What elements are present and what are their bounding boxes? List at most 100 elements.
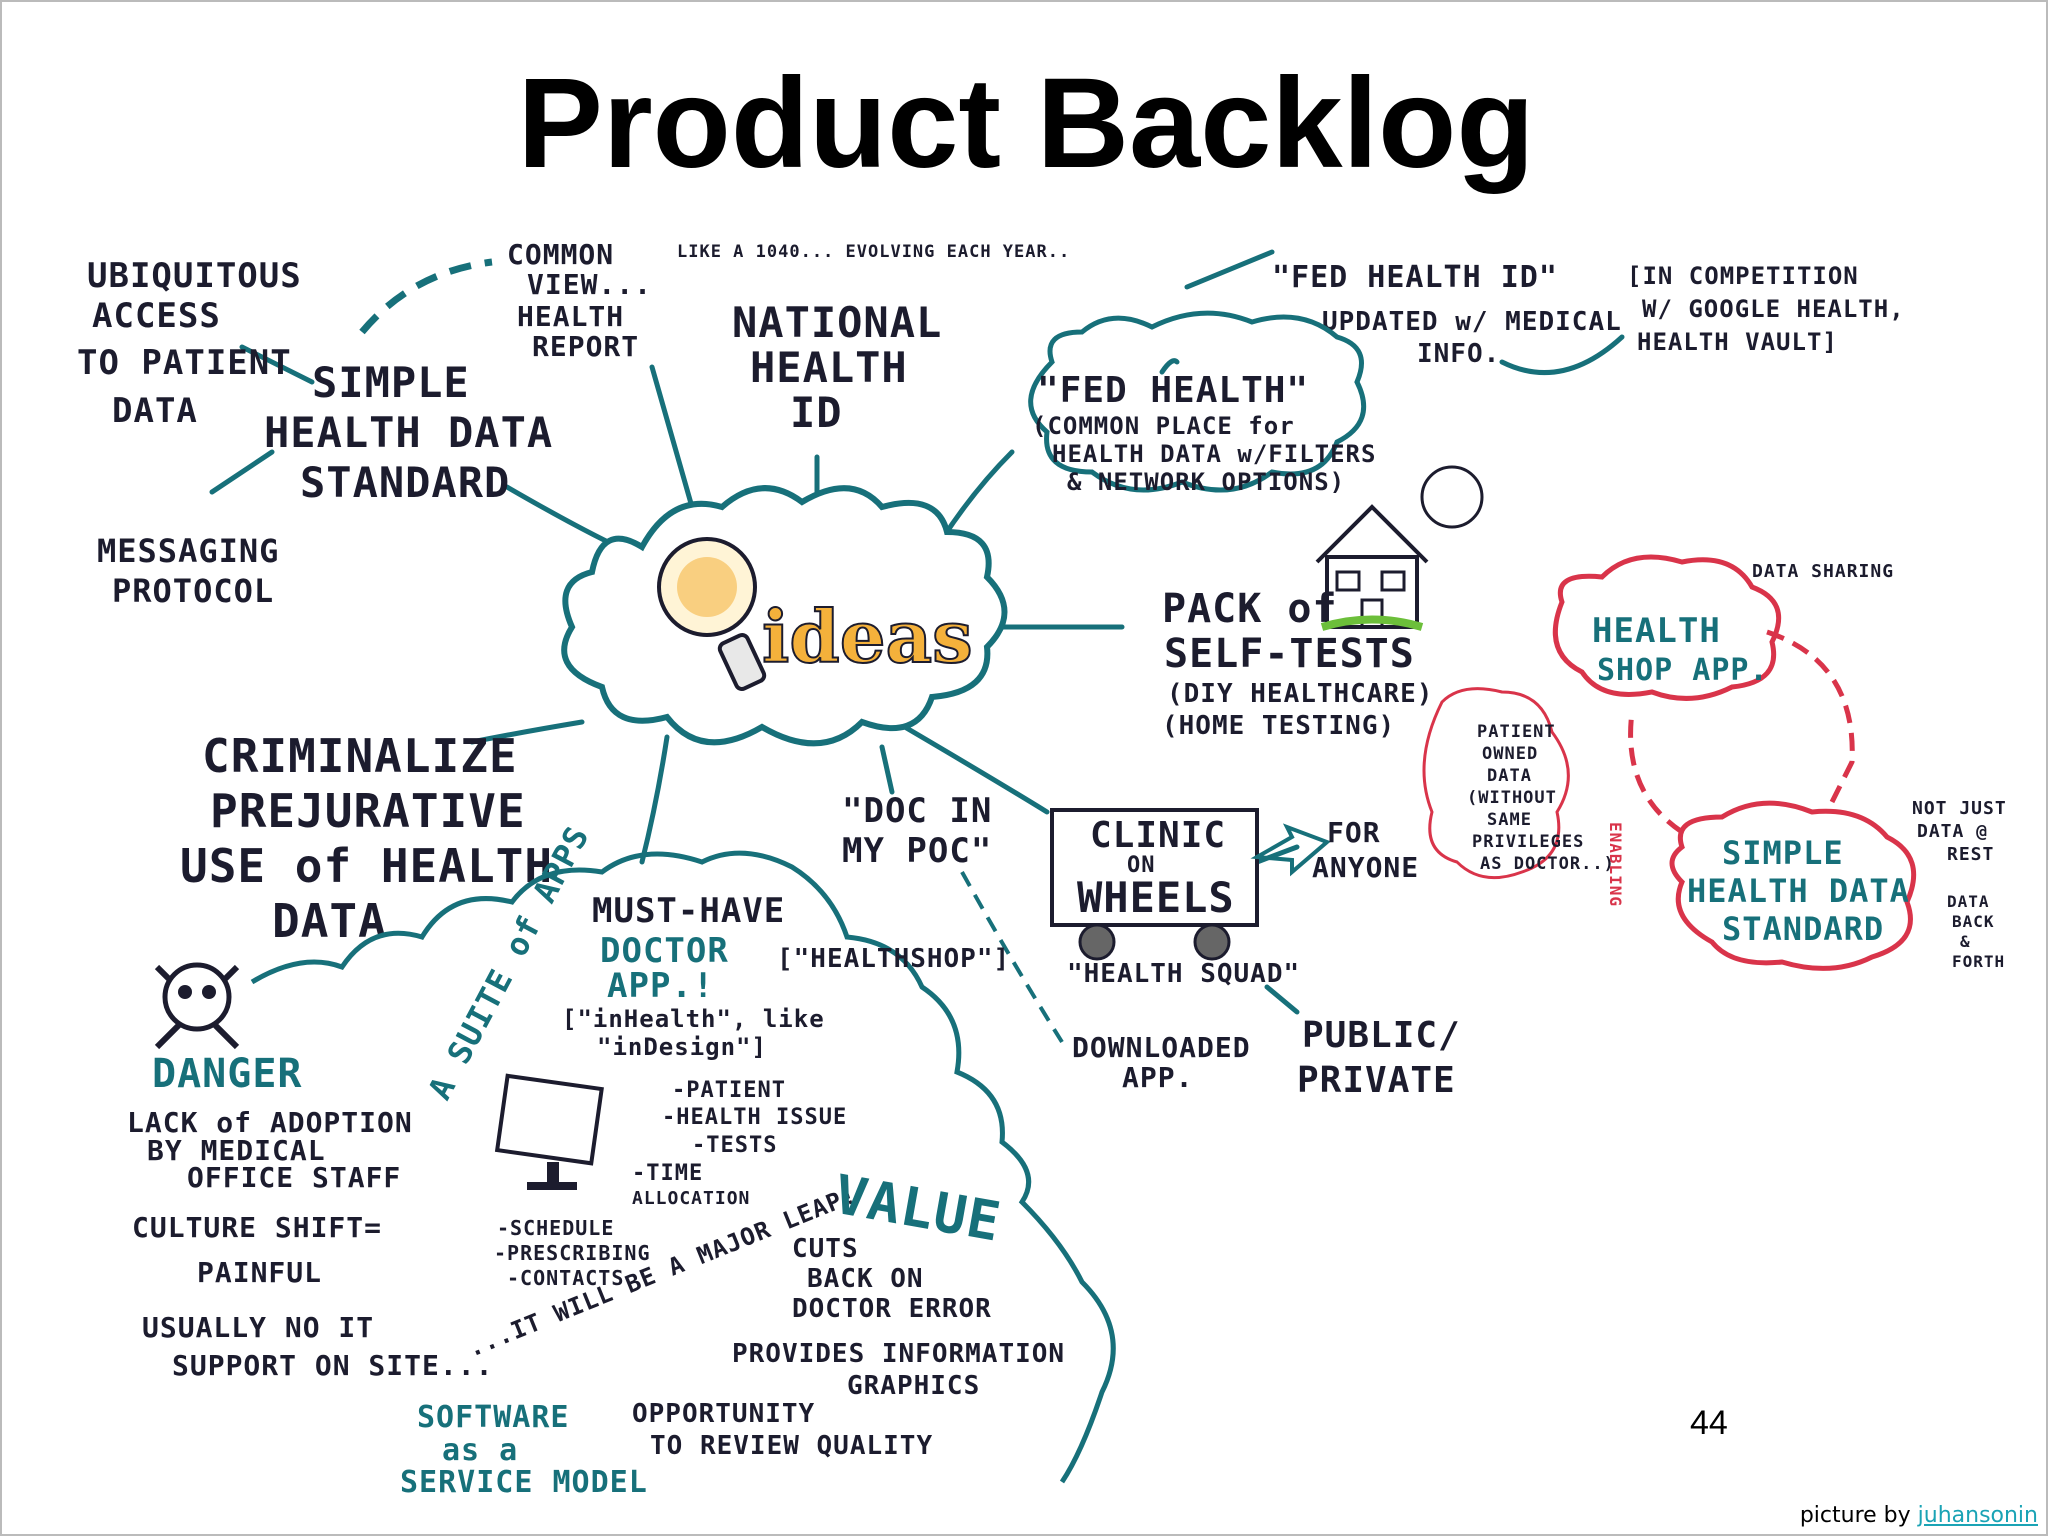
data-back-forth-note: DATA BACK & FORTH xyxy=(1947,892,2004,971)
saas-node: SOFTWARE as a SERVICE MODEL xyxy=(400,1400,647,1500)
svg-text:UBIQUITOUS: UBIQUITOUS xyxy=(87,256,302,296)
svg-text:BACK: BACK xyxy=(1952,912,1995,931)
svg-text:REST: REST xyxy=(1947,844,1994,865)
svg-text:PRIVATE: PRIVATE xyxy=(1297,1060,1456,1101)
svg-text:PAINFUL: PAINFUL xyxy=(197,1256,322,1289)
messaging-protocol-node: MESSAGING PROTOCOL xyxy=(97,532,278,610)
svg-text:HEALTH DATA: HEALTH DATA xyxy=(1687,872,1910,910)
svg-text:USE of HEALTH: USE of HEALTH xyxy=(180,839,553,893)
svg-text:-CONTACTS: -CONTACTS xyxy=(507,1266,624,1290)
ideas-cloud: ideas xyxy=(561,485,1008,747)
fed-health-id-label: "FED HEALTH ID" xyxy=(1272,260,1558,295)
svg-text:-SCHEDULE: -SCHEDULE xyxy=(497,1216,614,1240)
house-icon xyxy=(1315,465,1484,631)
svg-text:CUTS: CUTS xyxy=(792,1234,859,1264)
svg-text:NATIONAL: NATIONAL xyxy=(732,298,942,347)
fed-health-cloud: "FED HEALTH" (COMMON PLACE for HEALTH DA… xyxy=(1028,310,1375,496)
svg-text:HEALTH VAULT]: HEALTH VAULT] xyxy=(1637,328,1838,356)
svg-text:DOCTOR ERROR: DOCTOR ERROR xyxy=(792,1294,992,1324)
svg-text:["inHealth", like: ["inHealth", like xyxy=(562,1005,825,1033)
svg-text:GRAPHICS: GRAPHICS xyxy=(847,1371,980,1401)
credit-link[interactable]: juhansonin xyxy=(1917,1503,2038,1528)
svg-text:PUBLIC/: PUBLIC/ xyxy=(1302,1015,1461,1056)
svg-text:BACK ON: BACK ON xyxy=(807,1264,924,1294)
picture-credit: picture by juhansonin xyxy=(1800,1503,2038,1528)
value-items: CUTS BACK ON DOCTOR ERROR PROVIDES INFOR… xyxy=(632,1234,1065,1461)
svg-text:HEALTH DATA: HEALTH DATA xyxy=(264,408,553,457)
wheel-icon xyxy=(1078,923,1116,961)
competition-note: [IN COMPETITION W/ GOOGLE HEALTH, HEALTH… xyxy=(1627,262,1905,356)
svg-text:REPORT: REPORT xyxy=(532,330,639,363)
svg-text:SHOP APP.: SHOP APP. xyxy=(1597,653,1769,688)
svg-text:OFFICE STAFF: OFFICE STAFF xyxy=(187,1161,401,1194)
svg-text:ANYONE: ANYONE xyxy=(1312,851,1419,884)
svg-text:(DIY HEALTHCARE): (DIY HEALTHCARE) xyxy=(1167,679,1433,709)
computer-monitor-icon xyxy=(494,1073,604,1190)
svg-text:ALLOCATION: ALLOCATION xyxy=(632,1188,750,1209)
svg-text:TO PATIENT: TO PATIENT xyxy=(77,343,292,383)
svg-text:CLINIC: CLINIC xyxy=(1090,815,1226,856)
svg-text:INFO.: INFO. xyxy=(1417,339,1500,369)
svg-text:ACCESS: ACCESS xyxy=(92,296,221,336)
svg-text:PROTOCOL: PROTOCOL xyxy=(112,572,274,610)
svg-text:& NETWORK OPTIONS): & NETWORK OPTIONS) xyxy=(1067,468,1345,496)
svg-text:"FED HEALTH": "FED HEALTH" xyxy=(1037,370,1309,411)
svg-text:USUALLY NO IT: USUALLY NO IT xyxy=(142,1311,374,1344)
svg-text:"inDesign"]: "inDesign"] xyxy=(597,1033,767,1061)
common-view-node: COMMON VIEW... HEALTH REPORT xyxy=(507,238,652,363)
criminalize-node: CRIMINALIZE PREJURATIVE USE of HEALTH DA… xyxy=(180,729,553,948)
svg-text:ID: ID xyxy=(790,388,843,437)
svg-text:WHEELS: WHEELS xyxy=(1077,873,1235,922)
inhealth-note: ["inHealth", like "inDesign"] xyxy=(562,1005,825,1061)
ideas-label: ideas xyxy=(762,594,973,679)
svg-text:W/ GOOGLE HEALTH,: W/ GOOGLE HEALTH, xyxy=(1642,295,1905,323)
svg-text:LACK of ADOPTION: LACK of ADOPTION xyxy=(127,1106,413,1139)
skull-crossbones-icon xyxy=(154,962,240,1050)
svg-text:HEALTH: HEALTH xyxy=(1592,611,1721,651)
svg-text:DATA: DATA xyxy=(1487,766,1532,786)
clinic-on-wheels-truck: CLINIC ON WHEELS xyxy=(1050,808,1259,961)
simple-health-data-standard-node: SIMPLE HEALTH DATA STANDARD xyxy=(264,358,553,507)
svg-text:-HEALTH ISSUE: -HEALTH ISSUE xyxy=(662,1105,847,1130)
danger-label: DANGER xyxy=(152,1051,303,1097)
svg-text:DATA: DATA xyxy=(272,894,387,948)
svg-text:VIEW...: VIEW... xyxy=(527,268,652,301)
svg-text:PACK of: PACK of xyxy=(1162,586,1338,632)
svg-text:AS DOCTOR..): AS DOCTOR..) xyxy=(1480,854,1615,874)
svg-text:-TIME: -TIME xyxy=(632,1161,703,1186)
svg-text:ON: ON xyxy=(1127,853,1156,878)
not-just-note: NOT JUST DATA @ REST xyxy=(1912,798,2007,865)
health-shop-cycle xyxy=(1422,554,1917,971)
dashed-arrows xyxy=(359,258,1064,1044)
svg-text:PRIVILEGES: PRIVILEGES xyxy=(1472,832,1584,852)
svg-text:OPPORTUNITY: OPPORTUNITY xyxy=(632,1399,815,1429)
app-features-list-2: -SCHEDULE -PRESCRIBING -CONTACTS xyxy=(494,1216,651,1290)
svg-text:SUPPORT ON SITE...: SUPPORT ON SITE... xyxy=(172,1349,493,1382)
svg-text:STANDARD: STANDARD xyxy=(1722,910,1884,948)
must-have-doctor-app-node: MUST-HAVE DOCTOR APP.! xyxy=(592,891,785,1006)
healthshop-tag: ["HEALTHSHOP"] xyxy=(777,944,1010,974)
data-sharing-label: DATA SHARING xyxy=(1752,561,1894,582)
credit-prefix: picture by xyxy=(1799,1503,1918,1528)
svg-text:NOT JUST: NOT JUST xyxy=(1912,798,2007,819)
arrow-icon xyxy=(1250,823,1331,877)
like-1040-note: LIKE A 1040... EVOLVING EACH YEAR.. xyxy=(677,242,1070,262)
svg-text:DATA: DATA xyxy=(1947,892,1990,911)
svg-text:&: & xyxy=(1960,932,1971,951)
svg-text:MUST-HAVE: MUST-HAVE xyxy=(592,891,785,931)
svg-text:PATIENT: PATIENT xyxy=(1477,722,1556,742)
for-anyone-node: FOR ANYONE xyxy=(1312,816,1419,884)
svg-text:SIMPLE: SIMPLE xyxy=(312,358,470,407)
svg-text:PROVIDES INFORMATION: PROVIDES INFORMATION xyxy=(732,1339,1065,1369)
svg-text:-PRESCRIBING: -PRESCRIBING xyxy=(494,1241,651,1265)
svg-text:CULTURE SHIFT=: CULTURE SHIFT= xyxy=(132,1211,382,1244)
downloaded-app-node: DOWNLOADED APP. xyxy=(1072,1031,1250,1094)
svg-text:SIMPLE: SIMPLE xyxy=(1722,834,1844,872)
svg-text:PREJURATIVE: PREJURATIVE xyxy=(210,784,526,838)
svg-text:SOFTWARE: SOFTWARE xyxy=(417,1400,570,1435)
wheel-icon xyxy=(1193,923,1231,961)
connectors xyxy=(209,249,1625,1015)
health-squad-label: "HEALTH SQUAD" xyxy=(1067,959,1300,989)
danger-items: LACK of ADOPTION BY MEDICAL OFFICE STAFF… xyxy=(127,1106,493,1382)
